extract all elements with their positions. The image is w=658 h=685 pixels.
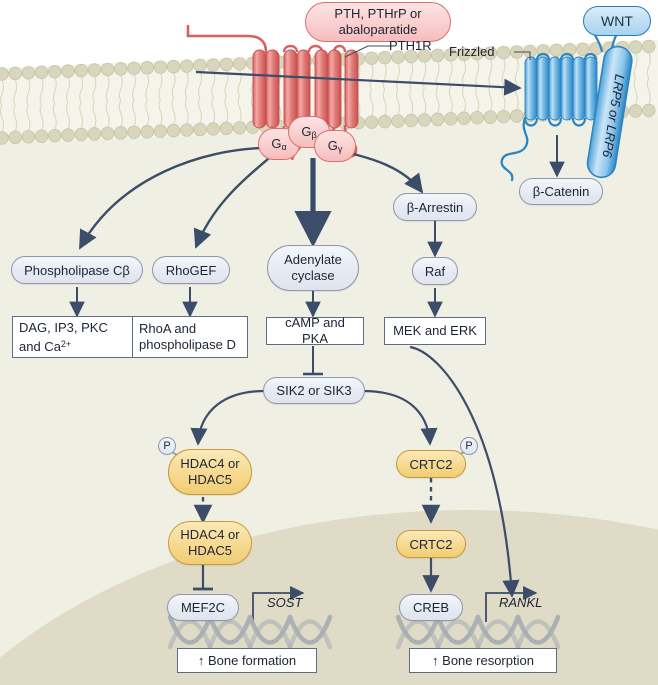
gene-arrows: [252, 585, 538, 622]
node-mef2c[interactable]: MEF2C: [167, 594, 239, 621]
node-sik[interactable]: SIK2 or SIK3: [263, 377, 365, 404]
node-beta-arrestin[interactable]: β-Arrestin: [393, 193, 477, 221]
beta-catenin-node[interactable]: β-Catenin: [519, 178, 603, 205]
frizzled-receptor: [500, 51, 598, 182]
dna-right: [395, 614, 561, 650]
dna-left: [167, 614, 333, 650]
box-mek-erk: MEK and ERK: [384, 317, 486, 345]
node-label: Phospholipase Cβ: [24, 262, 130, 278]
ligand-label: PTH, PTHrP or abaloparatide: [334, 6, 422, 37]
phospho-label: P: [465, 440, 473, 452]
arrow-set-nuclear: [193, 558, 440, 593]
node-creb[interactable]: CREB: [399, 594, 463, 621]
frizzled-label: Frizzled: [449, 44, 495, 59]
outcome-label: ↑ Bone resorption: [432, 652, 534, 668]
node-crtc2-nuclear[interactable]: CRTC2: [396, 530, 466, 558]
box-label: MEK and ERK: [393, 323, 477, 338]
gene-rankl-label: RANKL: [499, 595, 543, 610]
arrow-mek-to-rankl: [409, 345, 520, 598]
beta-catenin-label: β-Catenin: [532, 184, 590, 199]
arrow-set-primary: [78, 70, 565, 250]
arrow-g-to-plc: [78, 146, 263, 250]
g-beta-label: Gβ: [301, 124, 317, 140]
g-gamma-subunit[interactable]: Gγ: [314, 130, 356, 162]
arrow-sik-to-crtc2: [362, 389, 438, 446]
ligand-pth[interactable]: PTH, PTHrP or abaloparatide: [305, 2, 451, 42]
gene-sost-label: SOST: [267, 595, 303, 610]
node-label: CREB: [412, 600, 450, 615]
arrow-crosstalk-to-frizzled: [195, 70, 522, 96]
phospho-badge-crtc2: P: [460, 437, 478, 455]
box-camp-pka: cAMP and PKA: [266, 315, 364, 346]
lrp5-lrp6-coreceptor: [586, 45, 633, 179]
wnt-label: WNT: [601, 13, 633, 29]
arrow-gene-rankl: [485, 585, 538, 622]
node-label: CRTC2: [409, 536, 453, 552]
box-label: cAMP and PKA: [285, 315, 345, 346]
pth1r-receptor: [186, 24, 390, 158]
arrow-g-to-rhogef: [193, 151, 277, 249]
phospho-label: P: [163, 440, 171, 452]
g-alpha-label: Gα: [271, 136, 287, 152]
g-gamma-label: Gγ: [327, 138, 343, 154]
node-label: SIK2 or SIK3: [276, 383, 352, 398]
node-label: Raf: [424, 263, 446, 279]
node-crtc2-cytoplasmic[interactable]: CRTC2: [396, 450, 466, 478]
node-phospholipase-cb[interactable]: Phospholipase Cβ: [11, 256, 143, 284]
arrow-set-sik: [190, 345, 520, 598]
outcome-bone-formation: ↑ Bone formation: [177, 648, 317, 673]
arrow-set-vertical: [69, 221, 443, 376]
node-label: CRTC2: [409, 456, 453, 472]
node-label: RhoGEF: [165, 262, 217, 278]
arrow-gene-sost: [252, 585, 305, 622]
arrow-set-translocation: [193, 478, 441, 524]
node-raf[interactable]: Raf: [412, 257, 458, 285]
arrow-sik-to-hdac: [190, 389, 266, 446]
outcome-bone-resorption: ↑ Bone resorption: [409, 648, 557, 673]
node-label: MEF2C: [180, 600, 226, 615]
pth1r-label: PTH1R: [389, 38, 432, 53]
phospho-badge-hdac: P: [158, 437, 176, 455]
outcome-label: ↑ Bone formation: [197, 652, 297, 668]
node-rhogef[interactable]: RhoGEF: [152, 256, 230, 284]
node-label: β-Arrestin: [406, 199, 464, 215]
wnt-ligand[interactable]: WNT: [583, 6, 651, 36]
